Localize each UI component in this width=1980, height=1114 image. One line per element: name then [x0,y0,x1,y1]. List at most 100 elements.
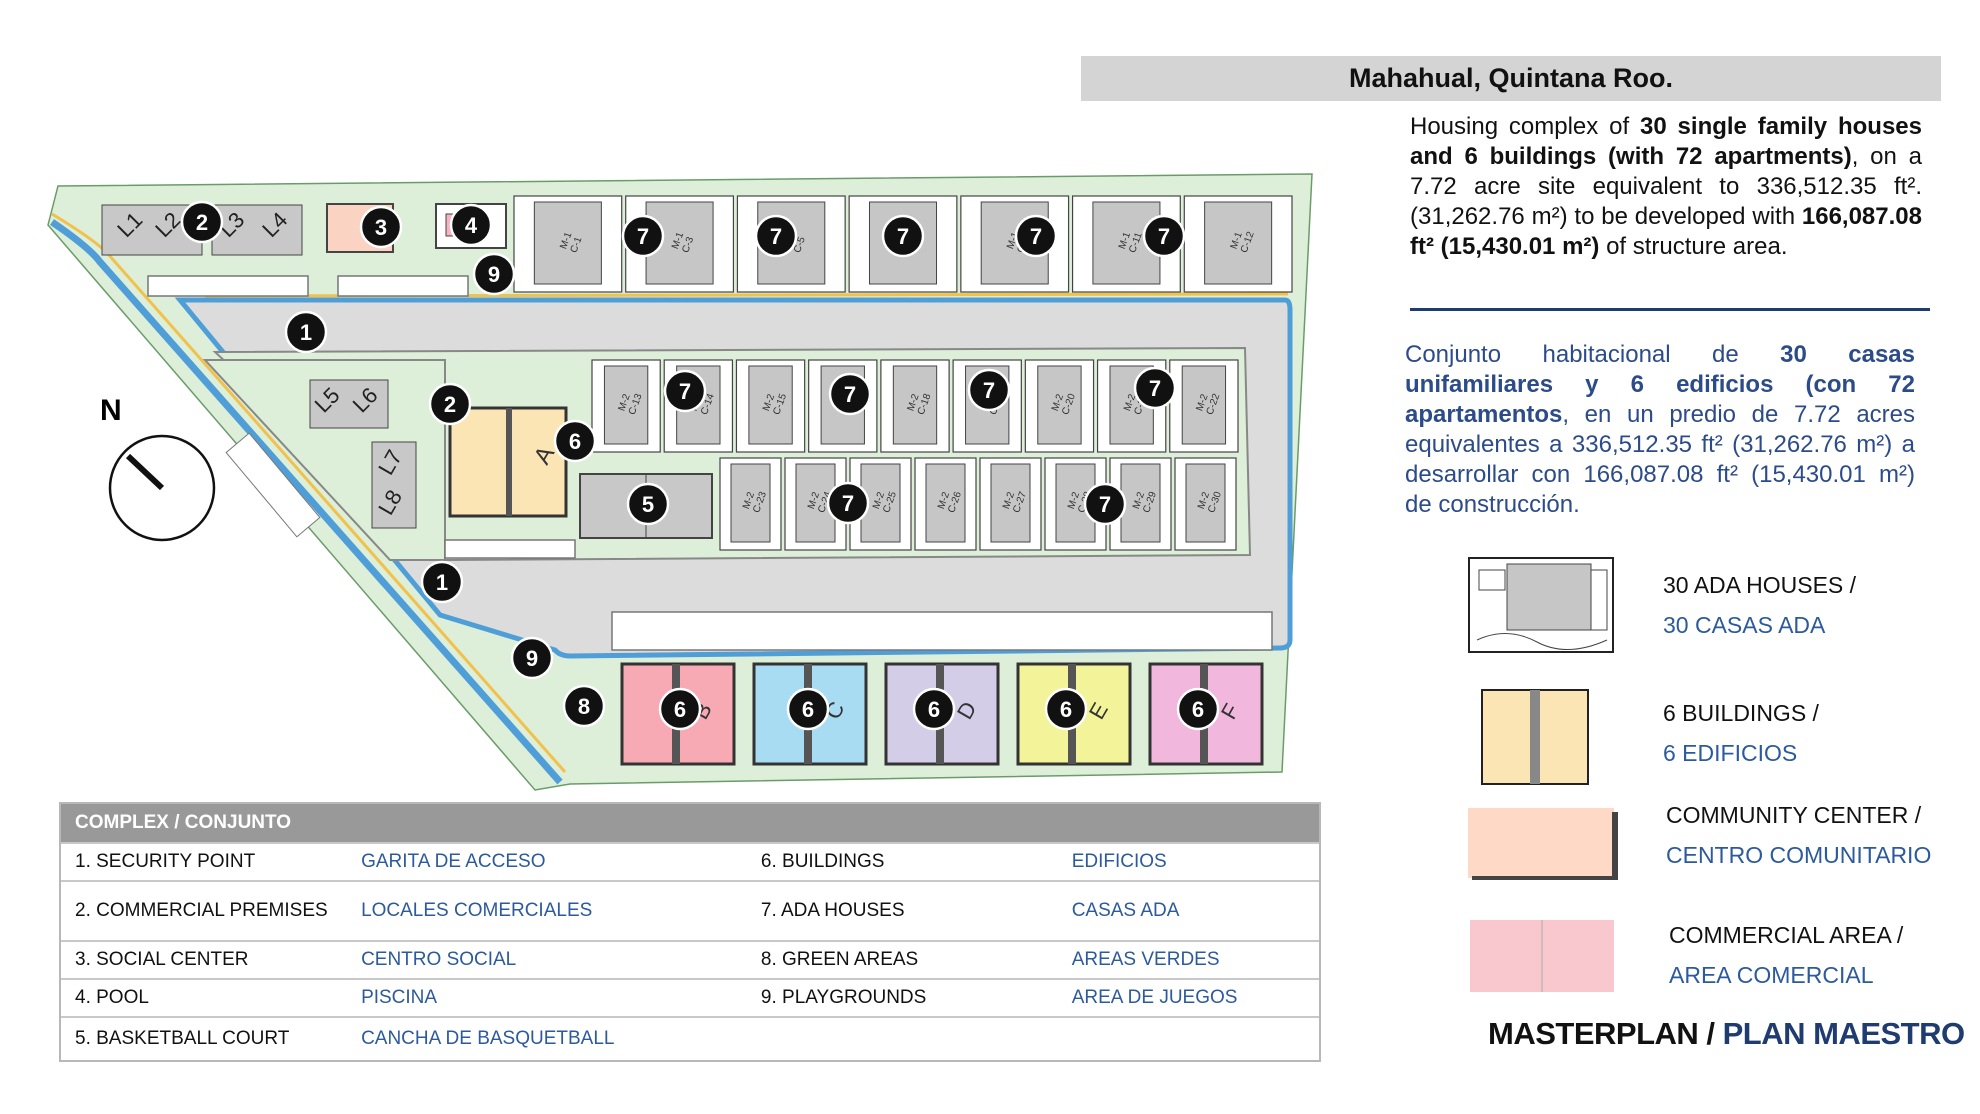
marker-number: 7 [1149,376,1161,401]
commercial-area-swatch [1470,920,1614,992]
parking-top [147,275,1273,651]
ada-houses-bottom-row: M-2C-23M-2C-24M-2C-25M-2C-26M-2C-27M-2C-… [719,457,1237,551]
water-channel [50,219,563,785]
desc-en-text-2: , on a 7.72 acre site equivalent to 336,… [1410,143,1922,230]
marker-number: 6 [569,429,581,454]
marker-number: 1 [436,570,448,595]
marker-number: 6 [674,697,686,722]
table-header: COMPLEX / CONJUNTO [61,804,1319,842]
map-marker-7: 7 [1014,214,1058,258]
ada-house: M-2C-20 [1024,359,1095,453]
ada-house: M-2C-15 [735,359,806,453]
map-marker-7: 7 [881,214,925,258]
masterplan-es: PLAN MAESTRO [1714,1016,1966,1051]
map-marker-6: 6 [786,687,830,731]
map-marker-6: 6 [912,687,956,731]
table-row: 2. COMMERCIAL PREMISES LOCALES COMERCIAL… [61,880,1319,940]
community-center-swatch [1468,808,1618,880]
ada-house: M-2C-25 [849,457,912,551]
building-a: A [448,406,568,518]
table-row: 5. BASKETBALL COURT CANCHA DE BASQUETBAL… [61,1016,1319,1060]
ada-house: M-2C-18 [880,359,950,453]
marker-number: 9 [488,262,500,287]
location-bar [1081,56,1941,101]
marker-number: 6 [802,697,814,722]
ada-house: M-1C-1 [513,195,623,293]
map-marker-6: 6 [658,687,702,731]
legend-es-buildings: 6 EDIFICIOS [1663,740,1798,766]
desc-en-text-3: of structure area. [1599,233,1788,260]
legend-en-buildings: 6 BUILDINGS / [1663,700,1819,726]
marker-number: 7 [770,224,782,249]
separator-line [1410,308,1930,311]
legend-en-community: COMMUNITY CENTER / [1666,802,1922,828]
ada-house: M-2C-30 [1174,457,1237,551]
marker-number: 7 [1158,224,1170,249]
marker-number: 2 [196,210,208,235]
desc-en-text-1: Housing complex of [1410,113,1640,140]
ada-house-label: C-3 [680,235,696,254]
map-marker-6: 6 [1044,687,1088,731]
map-marker-7: 7 [1133,366,1177,410]
marker-number: 7 [983,378,995,403]
marker-number: 6 [1060,697,1072,722]
marker-number: 7 [844,382,856,407]
map-marker-8: 8 [562,684,606,728]
marker-number: 7 [637,224,649,249]
map-marker-7: 7 [621,214,665,258]
map-marker-2: 2 [428,382,472,426]
ada-house: M-2C-13 [591,359,661,453]
desc-en-bold-2: 166,087.08 ft² (15,430.01 m²) [1410,203,1922,260]
site-masterplan-map: L1 L2 L3 L4 M-1C-1M-1C-3M-1C-5M-1C-7M-1C… [47,173,1313,791]
description-es: Conjunto habitacional de 30 casas unifam… [1405,340,1915,520]
description-en: Housing complex of 30 single family hous… [1410,112,1922,262]
table-row: 4. POOL PISCINA 9. PLAYGROUNDS AREA DE J… [61,978,1319,1016]
north-compass: N [100,394,216,542]
legend-es-ada: 30 CASAS ADA [1663,612,1826,638]
ada-house: M-2C-29 [1109,457,1172,551]
map-marker-7: 7 [1142,214,1186,258]
legend-es-commercial: AREA COMERCIAL [1669,962,1874,988]
ada-house: M-1C-12 [1183,195,1293,293]
desc-en-bold-1: 30 single family houses and 6 buildings … [1410,113,1922,170]
map-marker-9: 9 [472,252,516,296]
map-marker-7: 7 [967,368,1011,412]
legend-en-commercial: COMMERCIAL AREA / [1669,922,1904,948]
map-marker-1: 1 [284,310,328,354]
map-marker-7: 7 [828,372,872,416]
desc-es-bold-1: 30 casas unifamiliares y 6 edificios (co… [1405,341,1915,428]
legend-en-ada: 30 ADA HOUSES / [1663,572,1857,598]
marker-number: 9 [526,646,538,671]
map-marker-6: 6 [553,419,597,463]
map-marker-7: 7 [754,214,798,258]
map-marker-6: 6 [1176,687,1220,731]
marker-number: 7 [842,491,854,516]
location-title: Mahahual, Quintana Roo. [1348,63,1673,93]
marker-number: 4 [465,213,478,238]
map-marker-4: 4 [449,203,493,247]
legend-commercial-area [1468,918,1616,999]
marker-number: 1 [300,320,312,345]
ada-houses-middle-row: M-2C-13M-2C-14M-2C-15M-2C-17M-2C-18M-2C-… [591,359,1239,453]
desc-es-text-2: , en un predio de 7.72 acres equivalente… [1405,401,1915,518]
ada-house: M-2C-27 [979,457,1042,551]
map-marker-7: 7 [663,369,707,413]
legend-es-community: CENTRO COMUNITARIO [1666,842,1932,868]
map-marker-7: 7 [1083,482,1127,526]
ada-house: M-2C-23 [719,457,782,551]
diagonal-parking [225,432,321,538]
legend-ada-houses [1467,556,1615,659]
table-row: 1. SECURITY POINT GARITA DE ACCESO 6. BU… [61,842,1319,880]
complex-table: COMPLEX / CONJUNTO 1. SECURITY POINT GAR… [59,802,1321,1062]
ada-house: M-2C-22 [1169,359,1239,453]
map-marker-9: 9 [510,636,554,680]
legend-community-center [1466,806,1620,887]
marker-number: 8 [578,694,590,719]
marker-number: 7 [897,224,909,249]
desc-es-text-1: Conjunto habitacional de [1405,341,1781,368]
ada-house-swatch [1468,557,1614,653]
building-swatch [1481,689,1589,785]
marker-number: 7 [1099,492,1111,517]
marker-number: 5 [642,492,654,517]
